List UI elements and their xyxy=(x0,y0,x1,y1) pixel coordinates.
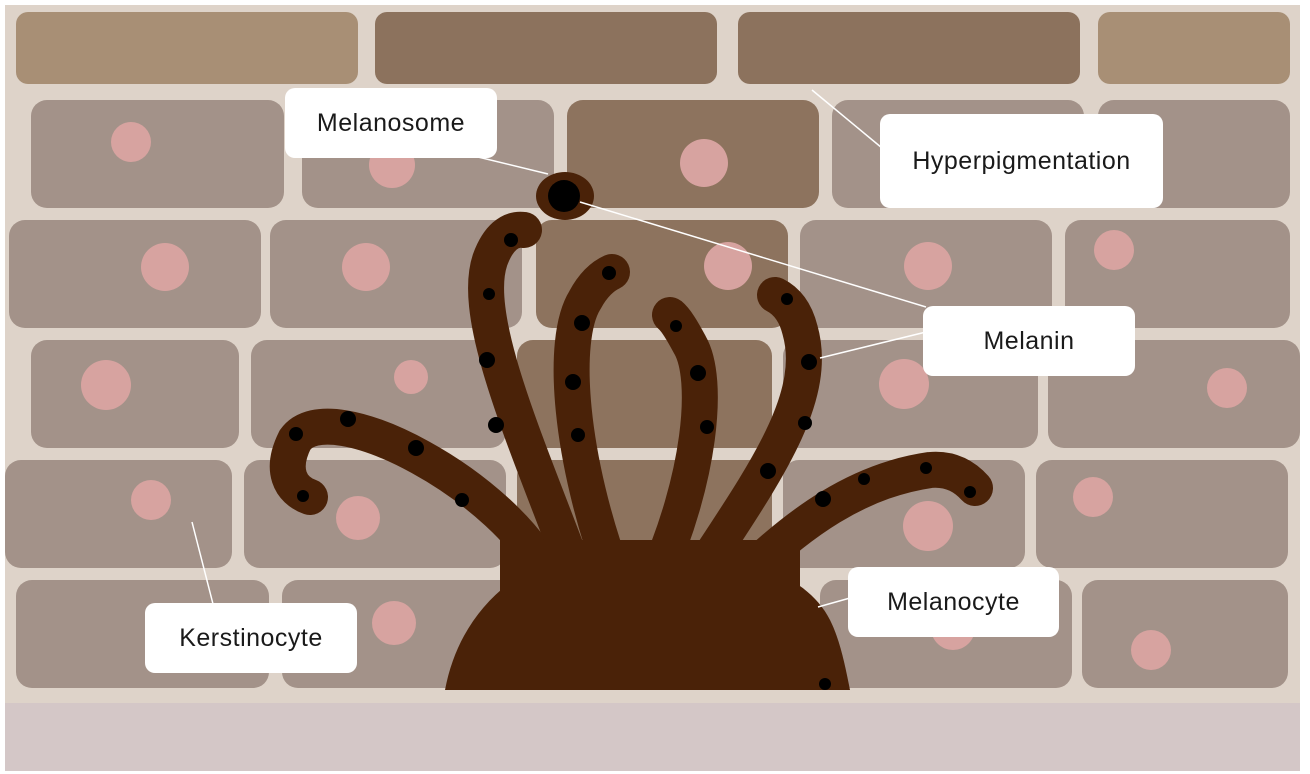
melanin-granule xyxy=(920,462,932,474)
top-cell xyxy=(375,12,717,84)
keratinocyte-cell xyxy=(1082,580,1288,688)
melanin-granule xyxy=(488,417,504,433)
dendrite xyxy=(553,254,633,598)
melanin-granule xyxy=(571,428,585,442)
melanin-granule xyxy=(483,288,495,300)
nucleus xyxy=(904,242,952,290)
nucleus xyxy=(141,243,189,291)
melanosome-label: Melanosome xyxy=(285,88,497,158)
melanocyte xyxy=(269,211,993,690)
top-cell xyxy=(1098,12,1290,84)
melanin-granule xyxy=(408,440,424,456)
keratinocyte-cell xyxy=(9,220,261,328)
melanin-granule xyxy=(690,365,706,381)
leader-line-melanin-dendrite xyxy=(819,331,927,359)
nucleus xyxy=(131,480,171,520)
dendrite xyxy=(269,408,566,596)
melanin-granules xyxy=(289,233,976,690)
nucleus xyxy=(1207,368,1247,408)
melanin-label: Melanin xyxy=(923,306,1135,376)
nucleus xyxy=(394,360,428,394)
nucleus xyxy=(680,139,728,187)
melanin-granule xyxy=(297,490,309,502)
leader-line-keratinocyte xyxy=(191,521,214,605)
top-cell xyxy=(738,12,1080,84)
melanin-granule xyxy=(504,233,518,247)
melanin-granule xyxy=(700,420,714,434)
dendrite xyxy=(677,277,822,598)
melanosome-core xyxy=(548,180,580,212)
melanin-granule xyxy=(798,416,812,430)
keratinocyte-label: Kerstinocyte xyxy=(145,603,357,673)
nucleus xyxy=(879,359,929,409)
melanin-granule xyxy=(781,293,793,305)
nucleus xyxy=(903,501,953,551)
keratinocyte-cell xyxy=(270,220,522,328)
nucleus xyxy=(342,243,390,291)
nucleus xyxy=(704,242,752,290)
melanocyte-body-base xyxy=(500,540,800,600)
melanin-granule xyxy=(289,427,303,441)
nucleus xyxy=(1073,477,1113,517)
nucleus xyxy=(111,122,151,162)
melanosome xyxy=(536,172,594,220)
melanin-granule xyxy=(340,411,356,427)
leader-line-melanocyte xyxy=(817,597,851,608)
melanin-granule xyxy=(670,320,682,332)
melanin-granule xyxy=(565,374,581,390)
melanin-granule xyxy=(964,486,976,498)
keratinocyte-cell xyxy=(31,340,239,448)
leader-lines xyxy=(191,89,927,608)
melanin-granule xyxy=(801,354,817,370)
nucleus xyxy=(372,601,416,645)
nucleus xyxy=(1094,230,1134,270)
melanin-granule xyxy=(574,315,590,331)
basal-layer xyxy=(5,703,1300,771)
top-cell-row xyxy=(16,12,1290,84)
melanin-granule xyxy=(819,678,831,690)
dendrite xyxy=(468,211,596,598)
nucleus xyxy=(1131,630,1171,670)
keratinocyte-cell xyxy=(1036,460,1288,568)
keratinocyte-cell xyxy=(31,100,284,208)
melanin-granule xyxy=(455,493,469,507)
top-cell xyxy=(16,12,358,84)
melanin-granule xyxy=(602,266,616,280)
keratinocyte-cell xyxy=(5,460,232,568)
melanin-granule xyxy=(815,491,831,507)
leader-line-melanosome xyxy=(477,156,549,175)
leader-line-melanin-granule xyxy=(579,201,927,308)
leader-line-hyperpigmentation xyxy=(811,89,883,149)
hyperpigmentation-label: Hyperpigmentation xyxy=(880,114,1163,208)
melanin-granule xyxy=(858,473,870,485)
melanin-granule xyxy=(760,463,776,479)
melanin-granule xyxy=(479,352,495,368)
melanocyte-label: Melanocyte xyxy=(848,567,1059,637)
nucleus xyxy=(336,496,380,540)
nucleus xyxy=(81,360,131,410)
